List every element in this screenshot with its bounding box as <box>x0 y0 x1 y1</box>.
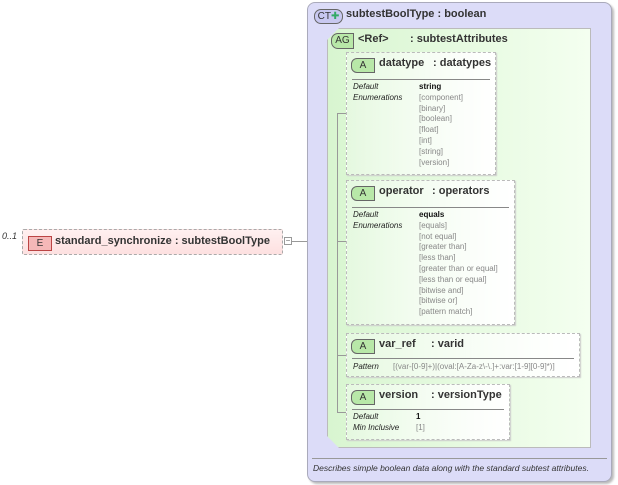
attribute-datatype[interactable]: A datatype : datatypes Default Enumerati… <box>346 52 496 175</box>
enum-value: [equals] <box>419 220 448 230</box>
min-inclusive-label: Min Inclusive <box>353 422 400 432</box>
element-standard-synchronize[interactable]: E standard_synchronize : subtestBoolType <box>22 229 283 255</box>
pattern-value: [(var-[0-9]+)|(oval:[A-Za-z\-\.]+:var:[1… <box>393 362 555 371</box>
description-separator <box>312 458 607 459</box>
enum-value: [less than] <box>419 253 456 263</box>
enumerations-label: Enumerations <box>353 92 403 102</box>
min-inclusive-value: [1] <box>416 422 425 432</box>
enum-value: [pattern match] <box>419 307 473 317</box>
attribute-group-type: : subtestAttributes <box>410 33 508 45</box>
enum-value: [version] <box>419 157 450 167</box>
enum-value: [string] <box>419 146 444 156</box>
separator <box>352 207 509 208</box>
enum-value: [bitwise or] <box>419 296 458 306</box>
separator <box>352 409 504 410</box>
enum-value: [greater than] <box>419 242 467 252</box>
enum-value: [float] <box>419 125 439 135</box>
attribute-type: : varid <box>431 338 465 350</box>
enum-value: [int] <box>419 135 432 145</box>
attribute-var-ref[interactable]: A var_ref : varid Pattern [(var-[0-9]+)|… <box>346 333 580 377</box>
occurrence-label: 0..1 <box>2 231 18 241</box>
element-badge: E <box>28 236 52 251</box>
default-value: string <box>419 82 442 91</box>
default-label: Default <box>353 82 379 91</box>
default-value: equals <box>419 210 445 219</box>
default-value: 1 <box>416 412 421 421</box>
tree-branch <box>337 241 346 242</box>
attribute-group-badge: AG <box>331 33 354 49</box>
element-title: standard_synchronize : subtestBoolType <box>55 235 270 247</box>
tree-branch <box>337 355 346 356</box>
attribute-type: : versionType <box>431 389 502 401</box>
tree-line <box>337 113 338 413</box>
values: equals [equals] [not equal] [greater tha… <box>419 210 498 318</box>
attribute-group-ref: <Ref> <box>358 33 389 45</box>
attribute-name: operator <box>379 185 424 197</box>
connector-line <box>292 241 308 242</box>
values: string [component] [binary] [boolean] [f… <box>419 82 463 168</box>
attribute-badge: A <box>351 58 375 73</box>
complex-type-description: Describes simple boolean data along with… <box>313 463 589 473</box>
attribute-name: datatype <box>379 57 425 69</box>
enum-value: [bitwise and] <box>419 285 464 295</box>
default-label: Default <box>353 412 379 421</box>
pattern-label: Pattern <box>353 362 379 371</box>
enum-value: [binary] <box>419 103 446 113</box>
attribute-name: version <box>379 389 419 401</box>
attribute-badge: A <box>351 390 375 405</box>
attribute-name: var_ref <box>379 338 416 350</box>
attribute-version[interactable]: A version : versionType Default Min Incl… <box>346 384 510 440</box>
attribute-badge: A <box>351 186 375 201</box>
separator <box>352 358 574 359</box>
enum-value: [boolean] <box>419 114 452 124</box>
attribute-type: : datatypes <box>433 57 492 69</box>
tree-branch <box>337 412 346 413</box>
attribute-operator[interactable]: A operator : operators Default Enumerati… <box>346 180 515 325</box>
attribute-type: : operators <box>432 185 490 197</box>
default-label: Default <box>353 210 379 219</box>
collapse-toggle-icon[interactable]: − <box>284 236 292 245</box>
enumerations-label: Enumerations <box>353 220 403 230</box>
complex-type-badge: CT✚ <box>314 9 343 24</box>
enum-value: [component] <box>419 92 464 102</box>
attribute-badge: A <box>351 339 375 354</box>
enum-value: [greater than or equal] <box>419 263 498 273</box>
complex-type-title: subtestBoolType : boolean <box>346 8 487 20</box>
enum-value: [not equal] <box>419 231 457 241</box>
tree-branch <box>337 113 346 114</box>
values: 1 [1] <box>416 412 425 434</box>
separator <box>352 79 490 80</box>
enum-value: [less than or equal] <box>419 274 487 284</box>
